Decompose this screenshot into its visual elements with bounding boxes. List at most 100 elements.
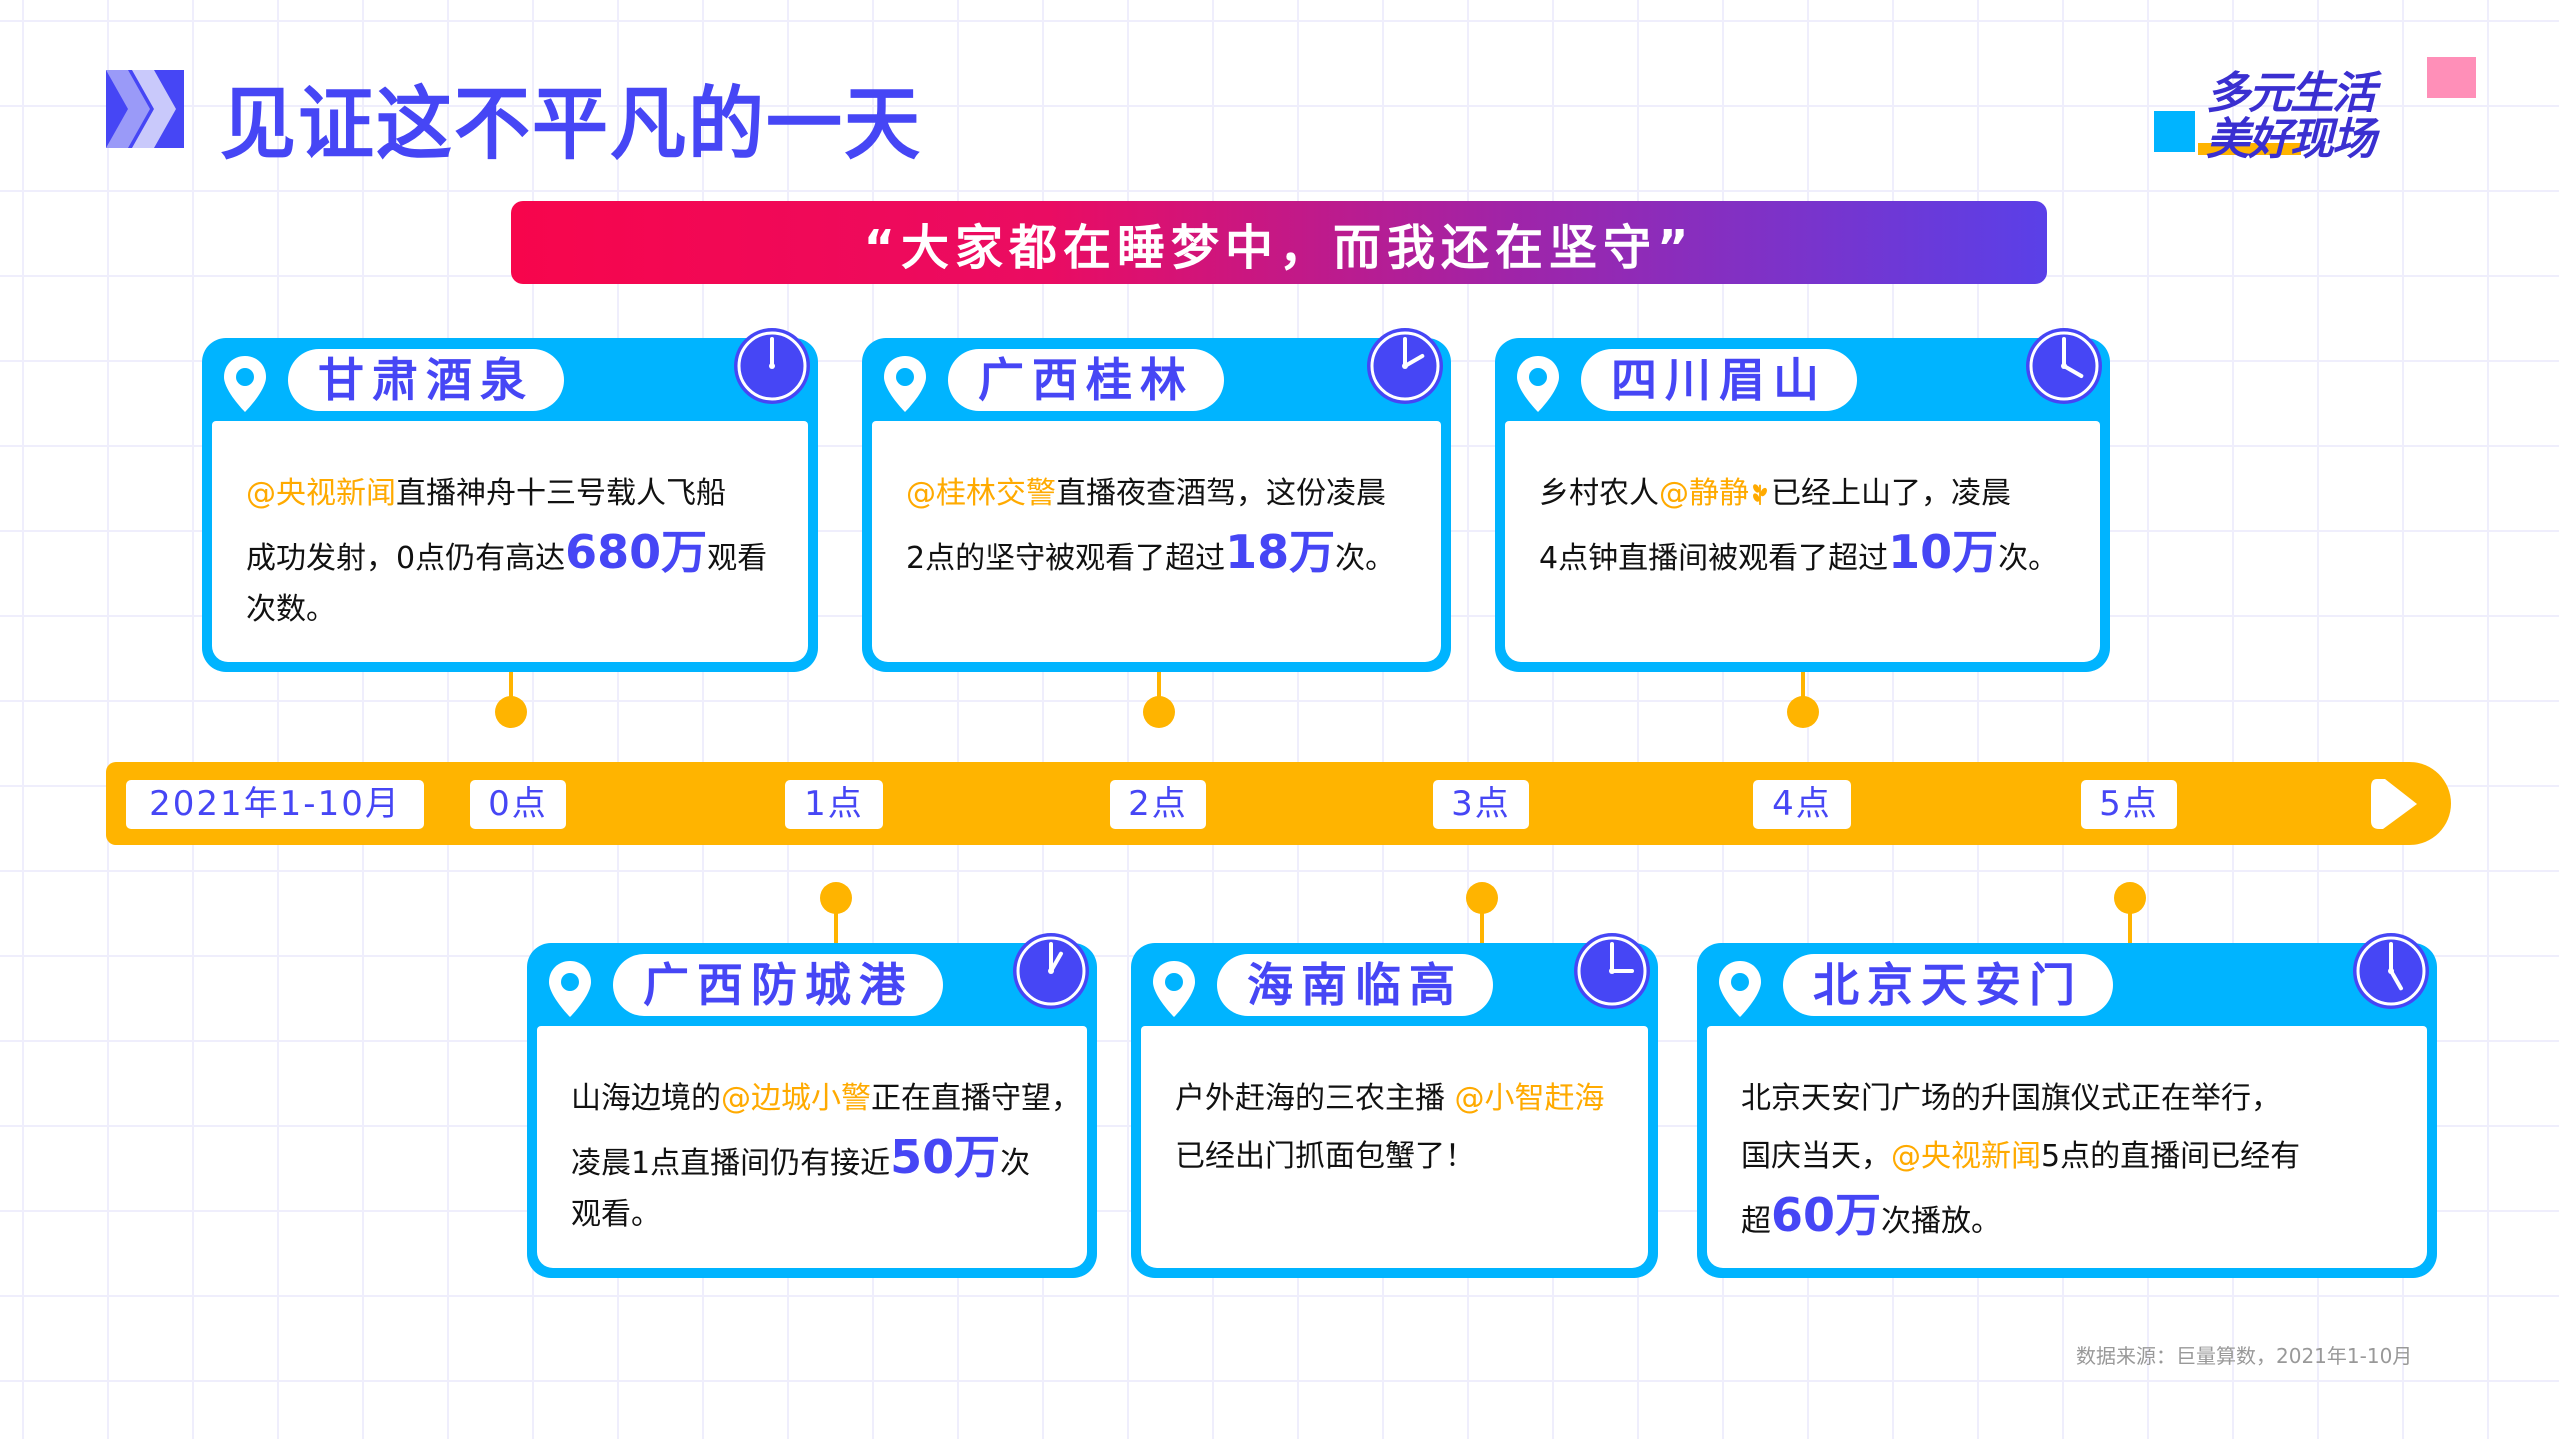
card-text: 北京天安门广场的升国旗仪式正在举行，	[1741, 1081, 2281, 1116]
card-text-line: 已经出门抓面包蟹了！	[1175, 1128, 1648, 1186]
timeline-connector	[2128, 898, 2132, 943]
location-pin-icon	[1151, 959, 1197, 1019]
card-text: 国庆当天，	[1741, 1139, 1891, 1174]
hour-label: 0点	[470, 780, 566, 829]
card-text: 观看。	[571, 1197, 661, 1232]
quote-banner: “大家都在睡梦中，而我还在坚守”	[511, 201, 2047, 284]
timeline-connector	[834, 898, 838, 943]
timeline-bar: 2021年1-10月 0点 1点 2点 3点 4点 5点	[106, 762, 2451, 845]
card-text: 已经出门抓面包蟹了！	[1175, 1139, 1475, 1174]
location-card: 甘肃酒泉 @央视新闻直播神舟十三号载人飞船成功发射，0点仍有高达680万观看次数…	[202, 328, 818, 672]
timeline-dot	[1143, 696, 1175, 728]
clock-icon	[2024, 326, 2104, 406]
card-text-line: 北京天安门广场的升国旗仪式正在举行，	[1741, 1070, 2427, 1128]
clock-icon	[1572, 931, 1652, 1011]
logo: 多元生活 美好现场	[2154, 57, 2476, 165]
card-text: 凌晨1点直播间仍有接近	[571, 1146, 891, 1181]
location-pin-icon	[547, 959, 593, 1019]
card-text: 户外赶海的三农主播	[1175, 1081, 1455, 1116]
timeline-dot	[820, 882, 852, 914]
card-text-line: 观看。	[571, 1186, 1087, 1244]
timeline-dot	[495, 696, 527, 728]
location-pin-icon	[882, 354, 928, 414]
mention-link[interactable]: @小智赶海	[1454, 1081, 1605, 1116]
card-text-line: 次数。	[246, 581, 808, 639]
card-text-line: 超60万次播放。	[1741, 1186, 2427, 1244]
hour-label: 5点	[2081, 780, 2177, 829]
card-text-line: 户外赶海的三农主播 @小智赶海	[1175, 1070, 1648, 1128]
mention-link[interactable]: @桂林交警	[906, 476, 1056, 511]
card-text: 2点的坚守被观看了超过	[906, 541, 1226, 576]
mention-link[interactable]: @静静	[1659, 476, 1749, 511]
clock-icon	[732, 326, 812, 406]
card-text: 观看	[707, 541, 768, 576]
chevrons-icon	[106, 70, 184, 148]
card-text: 乡村农人	[1539, 476, 1659, 511]
card-text: 正在直播守望，	[871, 1081, 1081, 1116]
timeline-connector	[509, 672, 513, 712]
card-text: 已经上山了，凌晨	[1771, 476, 2011, 511]
page-title: 见证这不平凡的一天	[220, 77, 922, 171]
card-text-line: 成功发射，0点仍有高达680万观看	[246, 523, 808, 581]
timeline-connector	[1480, 898, 1484, 943]
highlight-number: 10万	[1888, 525, 1999, 579]
card-body: 山海边境的@边城小警正在直播守望，凌晨1点直播间仍有接近50万次观看。	[537, 1026, 1087, 1268]
timeline-connector	[1157, 672, 1161, 712]
card-text: 次数。	[246, 592, 336, 627]
card-text: 次。	[1998, 541, 2059, 576]
location-pin-icon	[1717, 959, 1763, 1019]
card-body: 户外赶海的三农主播 @小智赶海已经出门抓面包蟹了！	[1141, 1026, 1648, 1268]
logo-line1: 多元生活	[2206, 68, 2376, 119]
card-text: 次播放。	[1881, 1204, 2002, 1239]
location-label: 广西桂林	[948, 349, 1224, 411]
location-card: 广西防城港 山海边境的@边城小警正在直播守望，凌晨1点直播间仍有接近50万次观看…	[527, 933, 1097, 1278]
mention-link[interactable]: @央视新闻	[246, 476, 396, 511]
card-text: 4点钟直播间被观看了超过	[1539, 541, 1889, 576]
card-text-line: @桂林交警直播夜查酒驾，这份凌晨	[906, 465, 1441, 523]
card-text: 次	[1000, 1146, 1031, 1181]
mention-link[interactable]: @边城小警	[721, 1081, 871, 1116]
location-label: 广西防城港	[613, 954, 943, 1016]
location-pin-icon	[1515, 354, 1561, 414]
card-text: 直播神舟十三号载人飞船	[396, 476, 726, 511]
timeline-dot	[1787, 696, 1819, 728]
card-text: 成功发射，0点仍有高达	[246, 541, 566, 576]
card-text-line: 乡村农人@静静已经上山了，凌晨	[1539, 465, 2100, 523]
logo-line2: 美好现场	[2206, 114, 2376, 165]
highlight-number: 18万	[1225, 525, 1336, 579]
card-text: 山海边境的	[571, 1081, 721, 1116]
timeline-connector	[1801, 672, 1805, 712]
mention-link[interactable]: @央视新闻	[1891, 1139, 2041, 1174]
card-text: 超	[1741, 1204, 1771, 1239]
timeline-range-label: 2021年1-10月	[126, 780, 424, 829]
play-icon	[2371, 779, 2417, 829]
location-card: 北京天安门 北京天安门广场的升国旗仪式正在举行，国庆当天，@央视新闻5点的直播间…	[1697, 933, 2437, 1278]
location-label: 甘肃酒泉	[288, 349, 564, 411]
location-card: 海南临高 户外赶海的三农主播 @小智赶海已经出门抓面包蟹了！	[1131, 933, 1658, 1278]
card-text-line: 凌晨1点直播间仍有接近50万次	[571, 1128, 1087, 1186]
card-body: 北京天安门广场的升国旗仪式正在举行，国庆当天，@央视新闻5点的直播间已经有超60…	[1707, 1026, 2427, 1268]
clock-icon	[1011, 931, 1091, 1011]
card-text-line: @央视新闻直播神舟十三号载人飞船	[246, 465, 808, 523]
timeline-dot	[2114, 882, 2146, 914]
location-pin-icon	[222, 354, 268, 414]
card-text: 5点的直播间已经有	[2041, 1139, 2301, 1174]
location-label: 海南临高	[1217, 954, 1493, 1016]
card-text-line: 国庆当天，@央视新闻5点的直播间已经有	[1741, 1128, 2427, 1186]
card-text-line: 2点的坚守被观看了超过18万次。	[906, 523, 1441, 581]
data-source-note: 数据来源：巨量算数，2021年1-10月	[2076, 1344, 2413, 1368]
hour-label: 2点	[1110, 780, 1206, 829]
location-label: 四川眉山	[1581, 349, 1857, 411]
highlight-number: 50万	[890, 1130, 1001, 1184]
hour-label: 3点	[1433, 780, 1529, 829]
highlight-number: 60万	[1771, 1188, 1882, 1242]
card-text-line: 4点钟直播间被观看了超过10万次。	[1539, 523, 2100, 581]
card-body: @央视新闻直播神舟十三号载人飞船成功发射，0点仍有高达680万观看次数。	[212, 421, 808, 662]
hour-label: 4点	[1753, 780, 1851, 829]
card-text-line: 山海边境的@边城小警正在直播守望，	[571, 1070, 1087, 1128]
card-text: 直播夜查酒驾，这份凌晨	[1056, 476, 1386, 511]
